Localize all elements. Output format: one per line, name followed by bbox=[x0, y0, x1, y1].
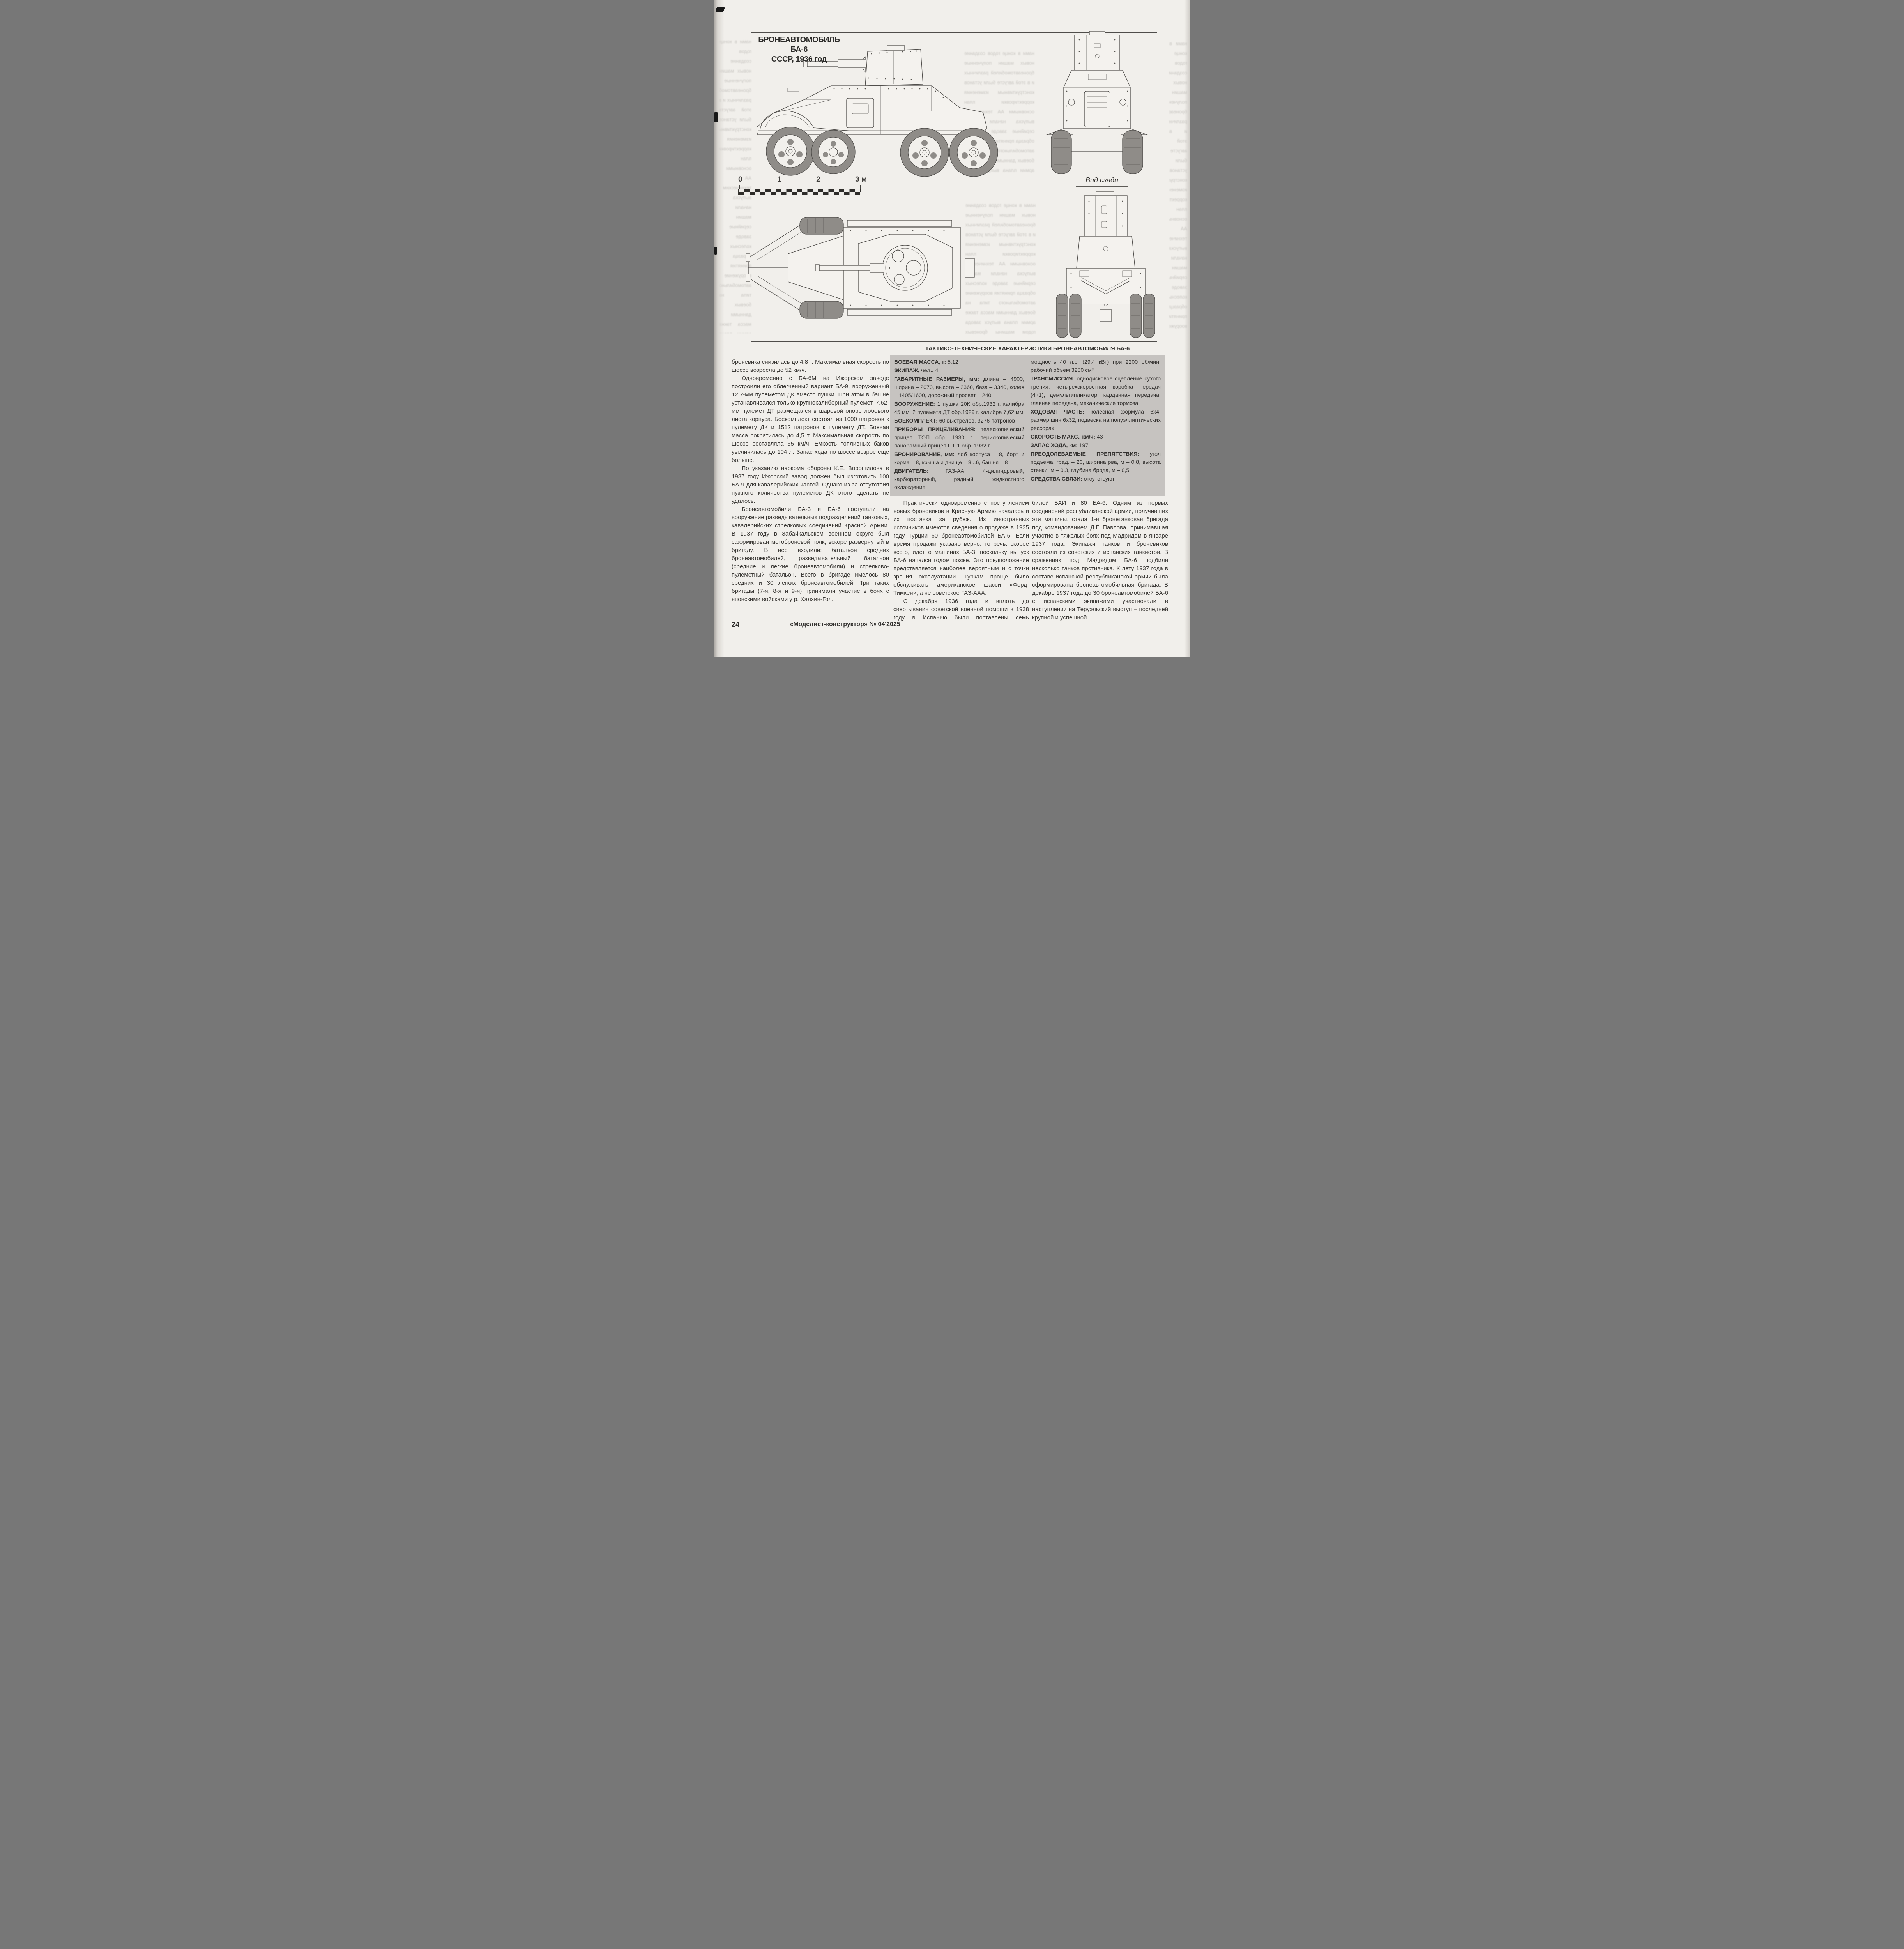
page-number: 24 bbox=[732, 621, 740, 628]
drawing-title-line1: БРОНЕАВТОМОБИЛЬ БА-6 bbox=[758, 35, 840, 54]
side-wheels bbox=[766, 127, 998, 177]
scale-tick-0: 0 bbox=[738, 175, 743, 184]
side-hull bbox=[757, 85, 987, 135]
side-rivets bbox=[833, 50, 952, 104]
plan-rivets bbox=[850, 230, 945, 306]
front-wheels bbox=[1051, 130, 1143, 174]
plan-view-svg bbox=[746, 217, 975, 319]
plan-turret-ring bbox=[882, 245, 928, 291]
scale-tick-1: 1 bbox=[777, 175, 781, 184]
spec-item: ЗАПАС ХОДА, км: 197 bbox=[1031, 442, 1089, 449]
plan-front-wheels bbox=[799, 217, 844, 319]
paragraph: Одновременно с БА-6М на Ижорском заводе … bbox=[732, 375, 889, 463]
paragraph: По указанию наркома обороны К.Е. Ворошил… bbox=[732, 465, 889, 504]
scan-artifact bbox=[714, 247, 717, 255]
scale-tick-2: 2 bbox=[816, 175, 820, 184]
scale-tick-3: 3 м bbox=[855, 175, 867, 184]
drawing-title: БРОНЕАВТОМОБИЛЬ БА-6 СССР, 1936 год bbox=[752, 35, 846, 64]
magazine-page: нами в конце годов создание новых машин … bbox=[714, 0, 1190, 657]
side-view-svg bbox=[757, 45, 998, 177]
spec-item: БОЕКОМПЛЕКТ: 60 выстрелов, 3276 патронов bbox=[894, 418, 1015, 424]
front-hull bbox=[1063, 70, 1131, 129]
scale-bar-checker bbox=[738, 189, 861, 195]
spec-item: ЭКИПАЖ, чел.: 4 bbox=[894, 368, 939, 374]
scan-right-edge bbox=[1184, 0, 1190, 657]
scale-bar-numbers: 0 1 2 3 м bbox=[738, 175, 867, 185]
specs-header: ТАКТИКО-ТЕХНИЧЕСКИЕ ХАРАКТЕРИСТИКИ БРОНЕ… bbox=[925, 345, 1130, 352]
spec-item: ГАБАРИТНЫЕ РАЗМЕРЫ, мм: длина – 4900, ши… bbox=[894, 376, 1024, 399]
paragraph: броневика снизилась до 4,8 т. Максимальн… bbox=[732, 359, 889, 373]
panel-top-rule bbox=[751, 32, 1157, 33]
article-right-column: билей БАИ и 80 БА-6. Одним из первых сое… bbox=[1032, 499, 1168, 621]
spec-item: ДВИГАТЕЛЬ: ГАЗ-АА, 4-цилиндровый, карбюр… bbox=[894, 468, 1024, 491]
spec-item: СКОРОСТЬ МАКС., км/ч: 43 bbox=[1031, 434, 1103, 440]
front-turret bbox=[1074, 31, 1120, 71]
specs-right-column: мощность 40 л.с. (29,4 кВт) при 2200 об/… bbox=[1031, 358, 1161, 493]
drawing-title-line2: СССР, 1936 год bbox=[771, 55, 827, 64]
rear-wheels bbox=[1056, 294, 1155, 338]
specs-box: БОЕВАЯ МАССА, т: 5,12 ЭКИПАЖ, чел.: 4 ГА… bbox=[890, 355, 1165, 496]
side-gun-barrel bbox=[803, 59, 866, 68]
rear-view-label-block: Вид сзади bbox=[1071, 176, 1133, 187]
spec-item: ХОДОВАЯ ЧАСТЬ: колесная формула 6х4, раз… bbox=[1031, 409, 1161, 432]
spec-item: БРОНИРОВАНИЕ, мм: лоб корпуса – 8, борт … bbox=[894, 451, 1024, 466]
front-view-svg bbox=[1046, 31, 1148, 174]
paragraph: билей БАИ и 80 БА-6. Одним из первых сое… bbox=[1032, 500, 1168, 621]
spec-item: ПРИБОРЫ ПРИЦЕЛИВАНИЯ: телескопический пр… bbox=[894, 426, 1024, 449]
rear-turret bbox=[1084, 191, 1128, 237]
scale-bar-ticks bbox=[738, 185, 867, 189]
article-left-column: броневика снизилась до 4,8 т. Максимальн… bbox=[732, 358, 889, 619]
specs-left-column: БОЕВАЯ МАССА, т: 5,12 ЭКИПАЖ, чел.: 4 ГА… bbox=[894, 358, 1024, 493]
paragraph: С декабря 1936 года и вплоть до свертыва… bbox=[893, 598, 1029, 621]
rear-view-label-underline bbox=[1076, 186, 1128, 187]
article-middle-column: Практически одновременно с поступлением … bbox=[893, 499, 1029, 621]
spec-item: ПРЕОДОЛЕВАЕМЫЕ ПРЕПЯТСТВИЯ: угол подъема… bbox=[1031, 451, 1161, 474]
scan-left-edge bbox=[714, 0, 724, 657]
front-view-drawing bbox=[1036, 28, 1158, 180]
rear-view-label: Вид сзади bbox=[1085, 176, 1119, 184]
rear-view-drawing bbox=[1042, 190, 1169, 342]
plan-view-drawing bbox=[741, 197, 999, 339]
rear-view-svg bbox=[1054, 191, 1158, 338]
spec-item: БОЕВАЯ МАССА, т: 5,12 bbox=[894, 359, 958, 365]
scale-bar: 0 1 2 3 м bbox=[738, 175, 867, 195]
scan-artifact bbox=[714, 112, 718, 122]
rear-hull bbox=[1054, 236, 1158, 306]
paragraph: Бронеавтомобили БА-3 и БА-6 поступали на… bbox=[732, 506, 889, 603]
plan-gun-barrel bbox=[815, 263, 884, 273]
panel-bottom-rule bbox=[751, 341, 1157, 342]
spec-item: мощность 40 л.с. (29,4 кВт) при 2200 об/… bbox=[1031, 359, 1161, 373]
spec-item: ВООРУЖЕНИЕ: 1 пушка 20К обр.1932 г. кали… bbox=[894, 401, 1024, 416]
spec-item: СРЕДСТВА СВЯЗИ: отсутствуют bbox=[1031, 476, 1115, 482]
spec-item: ТРАНСМИССИЯ: однодисковое сцепление сухо… bbox=[1031, 376, 1161, 407]
side-turret bbox=[861, 45, 923, 86]
side-front-fender bbox=[760, 110, 851, 131]
paragraph: Практически одновременно с поступлением … bbox=[893, 500, 1029, 596]
magazine-footer: «Моделист-конструктор» № 04'2025 bbox=[790, 621, 900, 628]
side-view-drawing bbox=[748, 34, 1002, 180]
